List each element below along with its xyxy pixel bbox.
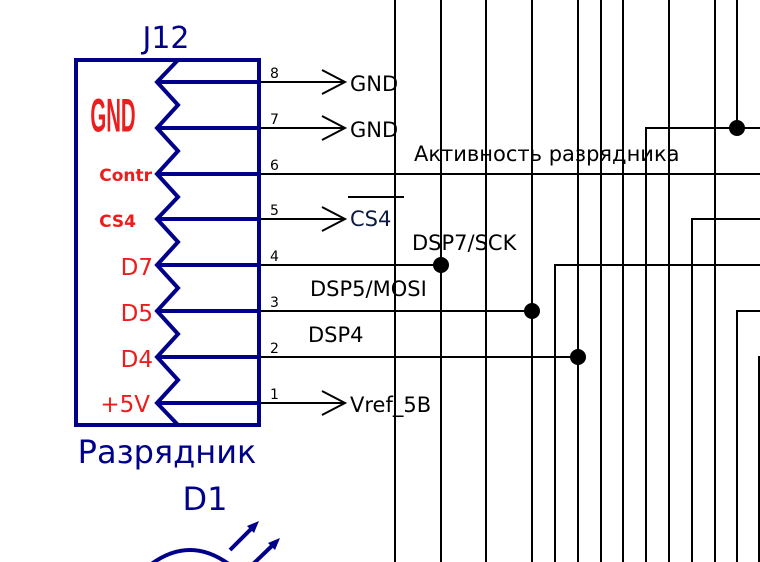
pin-number: 2	[270, 341, 279, 357]
arrow-icon	[321, 69, 348, 95]
junction-dot	[729, 120, 745, 136]
arrow-icon	[321, 206, 348, 232]
pin-label-gnd: GND	[90, 89, 135, 142]
pin-number: 1	[270, 387, 279, 403]
bus-wire	[736, 310, 760, 562]
pin-number: 5	[270, 203, 279, 219]
bus-wire	[645, 127, 760, 562]
bus-wire	[691, 218, 760, 562]
connector-body	[74, 58, 261, 427]
arrow-icon	[321, 390, 348, 416]
designator-d1: D1	[183, 480, 228, 518]
pin-number: 8	[270, 66, 279, 82]
pin-number: 6	[270, 158, 279, 174]
net-label-dsp7-sck: DSP7/SCK	[412, 231, 518, 255]
net-label-gnd: GND	[350, 118, 398, 142]
pin-label-cs4: CS4	[99, 212, 136, 232]
junctions	[433, 120, 745, 365]
net-label-dsp5-mosi: DSP5/MOSI	[310, 277, 427, 301]
net-label-dsp4: DSP4	[308, 323, 364, 347]
pin-number: 3	[270, 295, 279, 311]
junction-dot	[433, 257, 449, 273]
bus-wires	[259, 0, 760, 562]
led-arrowheads	[247, 521, 280, 550]
pin-label-d7: D7	[121, 255, 153, 281]
pin-label-d5: D5	[121, 301, 153, 327]
pin-label-d4: D4	[121, 347, 153, 373]
net-label-gnd: GND	[350, 72, 398, 96]
pin-label-5v: +5V	[100, 392, 150, 418]
pin-label-contr: Contr	[99, 166, 152, 186]
junction-dot	[570, 349, 586, 365]
connector-j12[interactable]	[74, 58, 261, 427]
pin-number: 7	[270, 112, 279, 128]
pin-number: 4	[270, 249, 279, 265]
designator-j12: J12	[140, 21, 189, 56]
arrow-icon	[321, 115, 348, 141]
led-icon	[150, 523, 278, 562]
net-label-cs4: CS4	[350, 207, 391, 231]
component-name: Разрядник	[78, 433, 257, 471]
net-label-vref: Vref_5B	[350, 393, 431, 418]
zigzag-contacts	[154, 58, 181, 427]
net-label-activity: Активность разрядника	[414, 142, 680, 166]
bus-wire	[554, 264, 760, 562]
junction-dot	[524, 303, 540, 319]
